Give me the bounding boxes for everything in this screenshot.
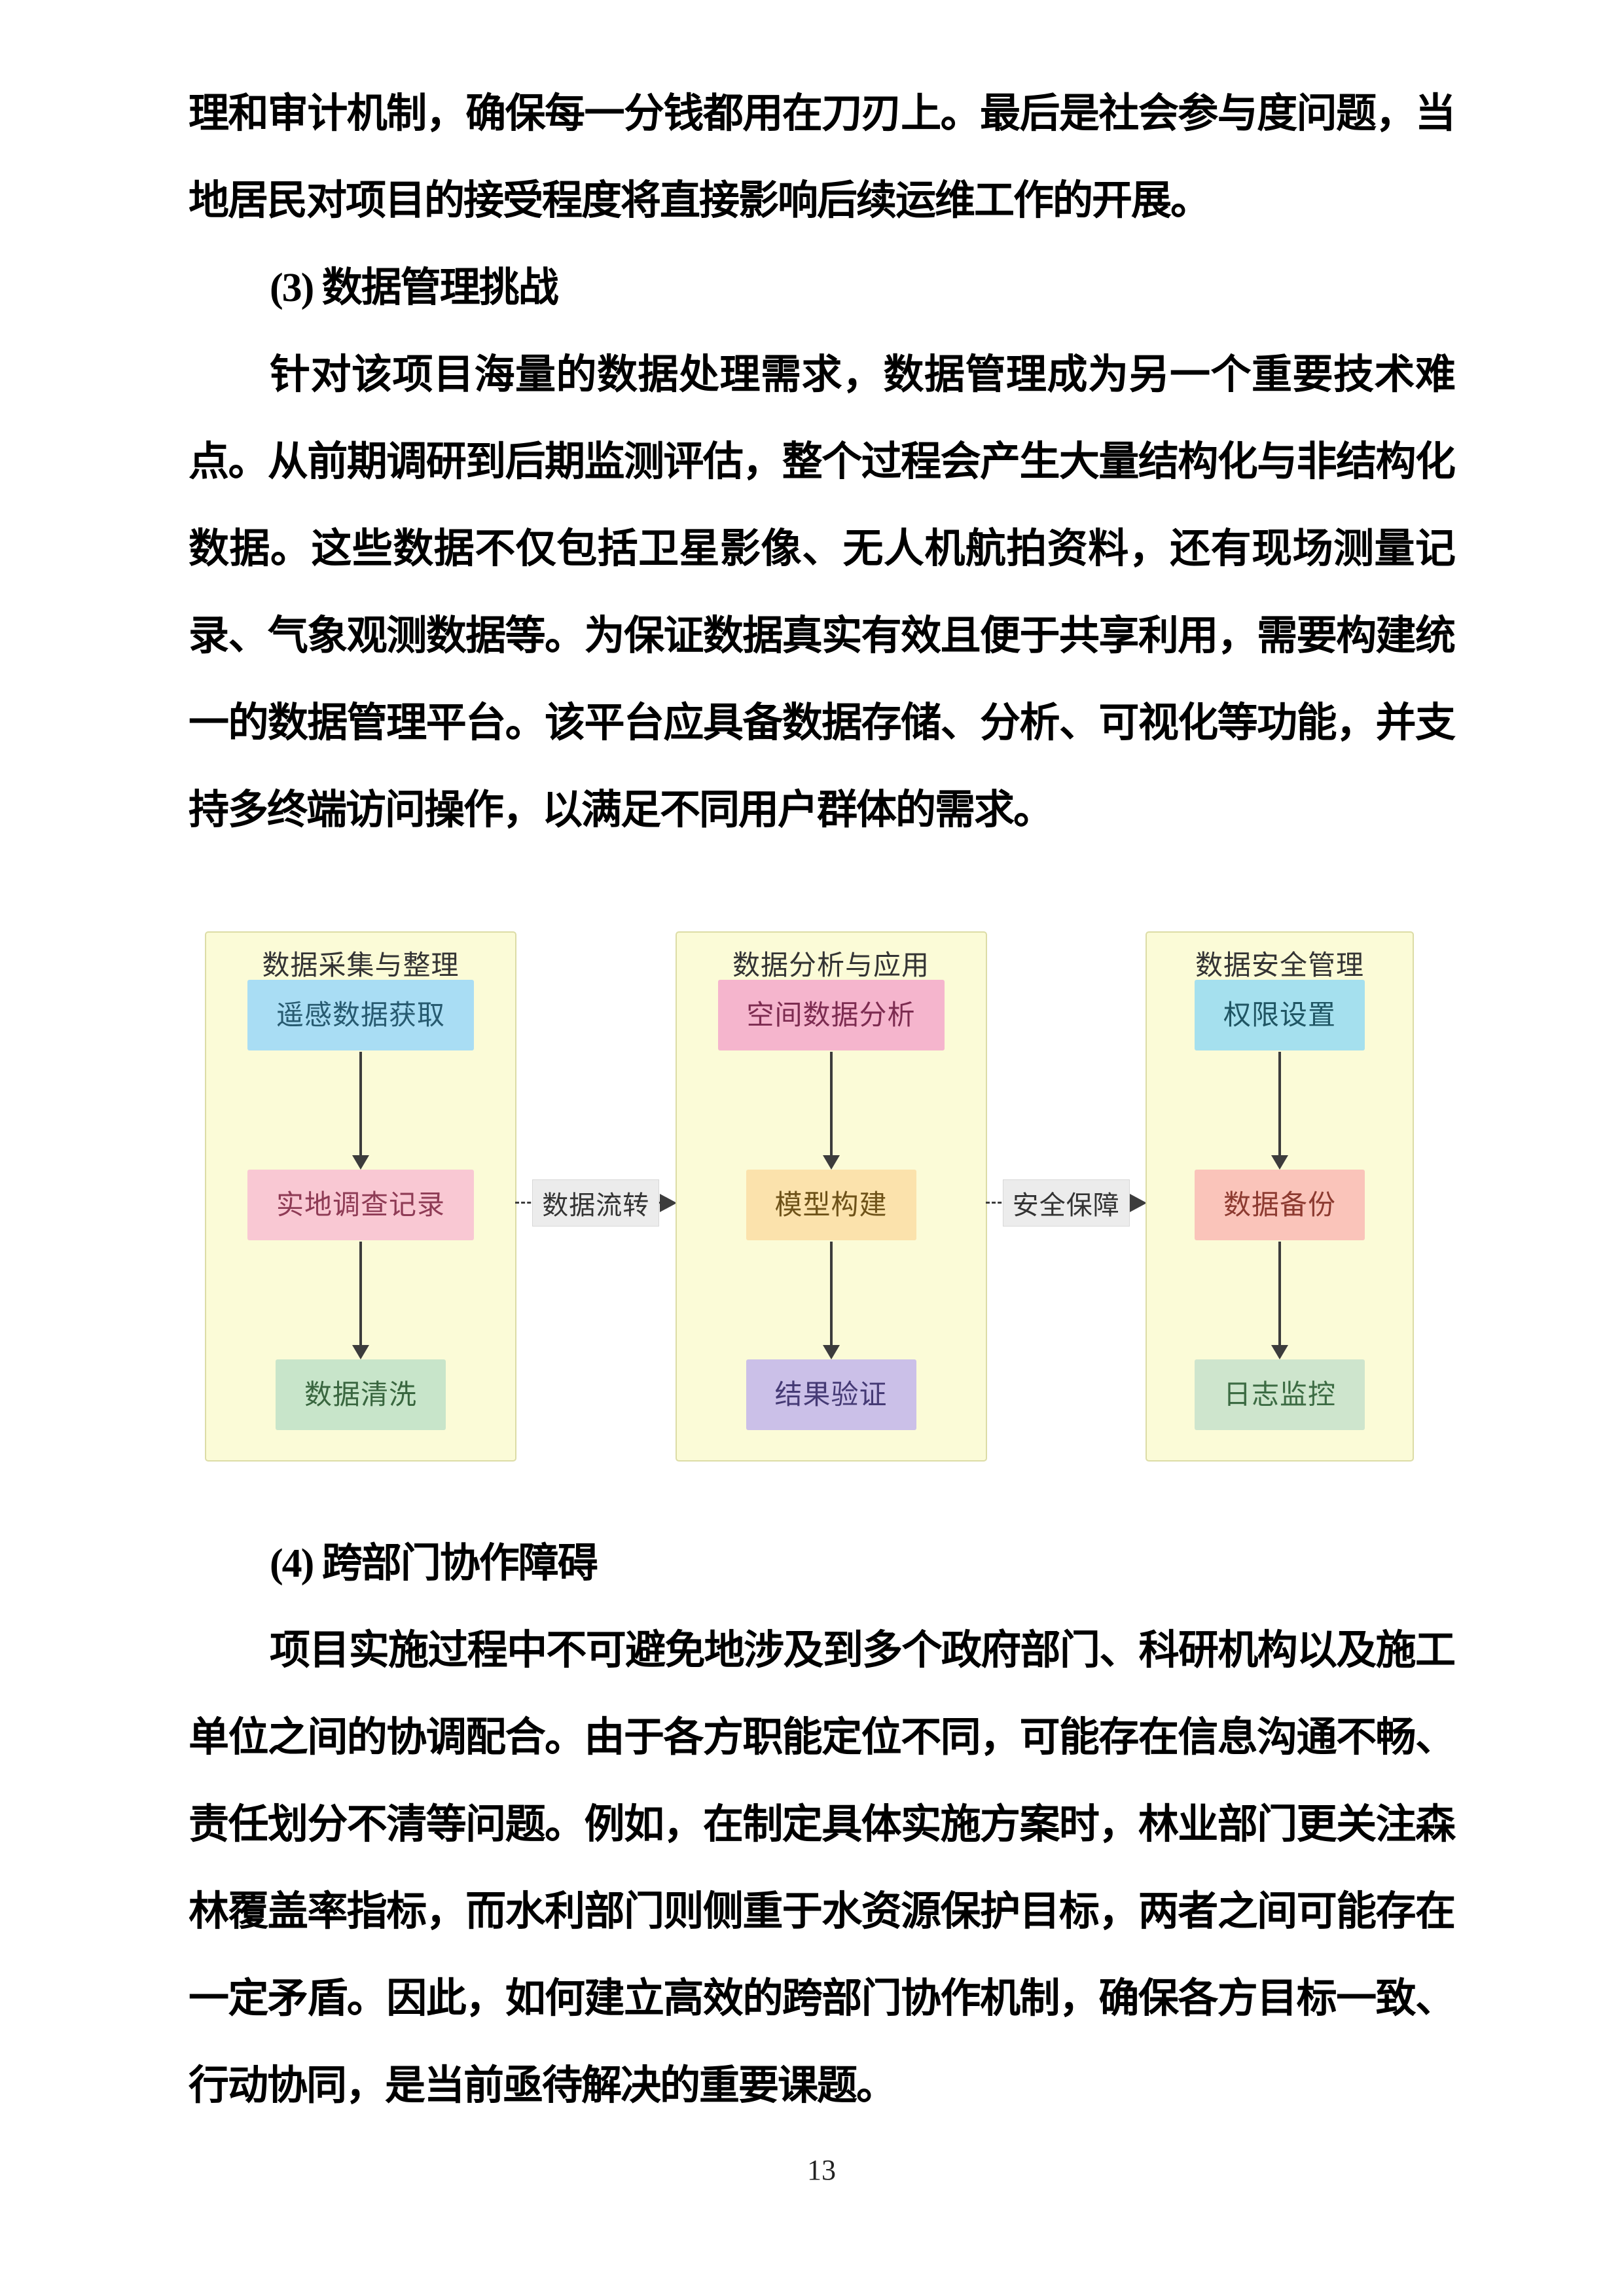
diagram-panel-collection: 数据采集与整理 遥感数据获取 实地调查记录 数据清洗: [205, 931, 516, 1462]
down-arrow-icon: [1278, 1052, 1281, 1155]
diagram-panel-security: 数据安全管理 权限设置 数据备份 日志监控: [1146, 931, 1414, 1462]
flow-node: 结果验证: [746, 1359, 916, 1430]
down-arrow-icon: [829, 1242, 833, 1345]
flow-node: 数据备份: [1194, 1170, 1365, 1240]
down-arrow-icon: [359, 1242, 362, 1345]
flow-node: 遥感数据获取: [247, 980, 475, 1050]
diagram-panel-analysis: 数据分析与应用 空间数据分析 模型构建 结果验证: [675, 931, 987, 1462]
down-arrow-icon: [829, 1052, 833, 1155]
connector-security: 安全保障: [985, 931, 1147, 1462]
flow-diagram: 数据采集与整理 遥感数据获取 实地调查记录 数据清洗 数据流转 数据分析与应用 …: [205, 931, 1414, 1462]
section-heading-3: (3) 数据管理挑战: [270, 266, 559, 310]
connector-data-flow: 数据流转: [515, 931, 676, 1462]
flow-node: 空间数据分析: [717, 980, 945, 1050]
down-arrow-icon: [359, 1052, 362, 1155]
flow-node: 日志监控: [1194, 1359, 1365, 1430]
panel-title: 数据安全管理: [1195, 950, 1364, 980]
paragraph-data-management: 针对该项目海量的数据处理需求，数据管理成为另一个重要技术难点。从前期调研到后期监…: [189, 353, 1456, 833]
paragraph-continuation: 理和审计机制，确保每一分钱都用在刀刃上。最后是社会参与度问题，当地居民对项目的接…: [189, 92, 1456, 223]
flow-node: 模型构建: [746, 1170, 916, 1240]
page-number: 13: [807, 2154, 836, 2186]
panel-title: 数据分析与应用: [732, 950, 929, 980]
panel-title: 数据采集与整理: [262, 950, 460, 980]
flow-node: 数据清洗: [275, 1359, 446, 1430]
flow-node: 实地调查记录: [247, 1170, 475, 1240]
connector-label: 安全保障: [1002, 1179, 1130, 1227]
document-page: 理和审计机制，确保每一分钱都用在刀刃上。最后是社会参与度问题，当地居民对项目的接…: [189, 71, 1456, 2187]
down-arrow-icon: [1278, 1242, 1281, 1345]
flow-node: 权限设置: [1194, 980, 1365, 1050]
connector-label: 数据流转: [532, 1179, 660, 1227]
paragraph-collaboration: 项目实施过程中不可避免地涉及到多个政府部门、科研机构以及施工单位之间的协调配合。…: [189, 1628, 1456, 2108]
section-heading-4: (4) 跨部门协作障碍: [270, 1541, 598, 1586]
